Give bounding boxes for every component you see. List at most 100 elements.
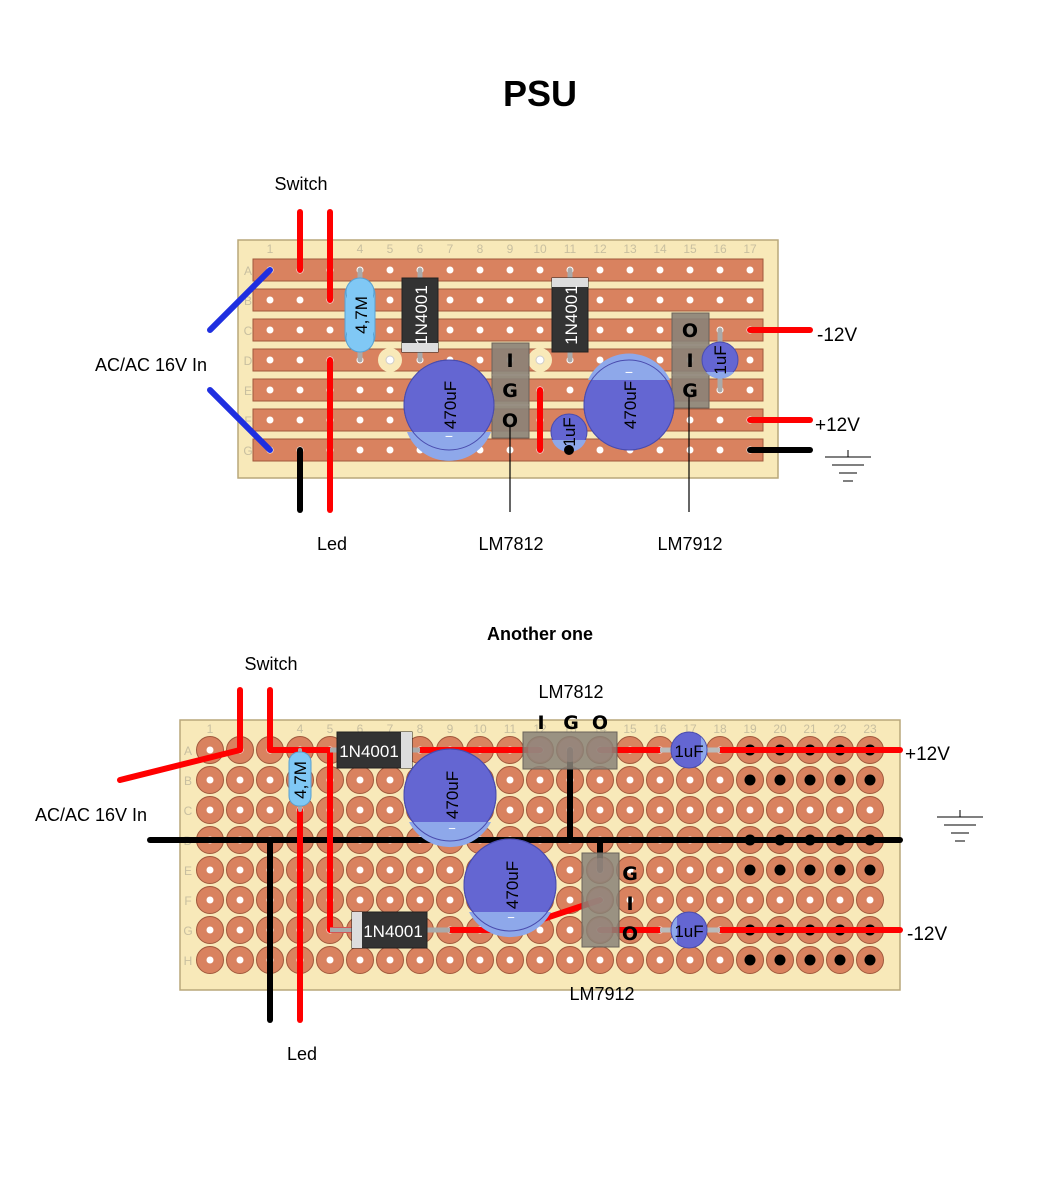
- hole: [386, 866, 394, 874]
- hole: [686, 776, 694, 784]
- capacitor-label: 1uF: [674, 742, 703, 761]
- hole: [236, 896, 244, 904]
- capacitor-470uf-2[interactable]: − 470uF: [583, 353, 675, 451]
- pin-label: I: [626, 893, 633, 915]
- hole: [686, 266, 694, 274]
- hole: [626, 956, 634, 964]
- capacitor-1uf-2[interactable]: 1uF: [660, 911, 720, 949]
- regulator-lm7812[interactable]: I G O: [491, 342, 530, 512]
- hole: [386, 896, 394, 904]
- diode-label: 1N4001: [412, 285, 431, 345]
- hole: [446, 326, 454, 334]
- hole: [686, 866, 694, 874]
- column-label: 5: [327, 722, 334, 736]
- hole: [656, 956, 664, 964]
- pin-label: G: [622, 863, 638, 885]
- hole: [656, 866, 664, 874]
- capacitor-470uf-1[interactable]: − 470uF: [403, 748, 497, 848]
- hole: [356, 416, 364, 424]
- solder-joint: [774, 864, 786, 876]
- ac-input-label: AC/AC 16V In: [35, 805, 147, 825]
- hole: [716, 776, 724, 784]
- diode-1n4001-2[interactable]: 1N4001: [330, 911, 450, 949]
- hole: [356, 896, 364, 904]
- pin-label: G: [502, 380, 518, 402]
- hole: [236, 866, 244, 874]
- hole: [266, 296, 274, 304]
- hole: [596, 806, 604, 814]
- column-label: 18: [713, 722, 727, 736]
- column-label: 19: [743, 722, 757, 736]
- resistor-4-7m[interactable]: 4,7M: [344, 267, 376, 363]
- hole: [386, 266, 394, 274]
- capacitor-1uf-1[interactable]: 1uF: [660, 731, 720, 769]
- hole: [656, 266, 664, 274]
- diode-1n4001-1[interactable]: 1N4001: [330, 731, 420, 769]
- hole: [656, 446, 664, 454]
- lm7912-label: LM7912: [657, 534, 722, 554]
- ac-in-wire-1[interactable]: [207, 267, 273, 333]
- capacitor-470uf-2[interactable]: − 470uF: [463, 838, 557, 938]
- capacitor-1uf-1[interactable]: 1uF: [550, 413, 588, 455]
- switch-wire-2[interactable]: [267, 687, 333, 753]
- hole: [536, 956, 544, 964]
- hole: [806, 806, 814, 814]
- hole: [626, 896, 634, 904]
- led-label: Led: [317, 534, 347, 554]
- row-label: A: [244, 264, 252, 278]
- row-label: B: [244, 294, 252, 308]
- regulator-lm7812[interactable]: I G O: [522, 712, 618, 770]
- hole: [266, 416, 274, 424]
- polarity-mark: −: [507, 910, 515, 925]
- ac-in-wire[interactable]: [117, 747, 243, 783]
- track-cut-hole: [535, 355, 545, 365]
- column-label: 13: [623, 242, 637, 256]
- column-label: 4: [297, 722, 304, 736]
- led-label: Led: [287, 1044, 317, 1064]
- capacitor-1uf-2[interactable]: 1uF: [701, 327, 739, 393]
- diode-1n4001-1[interactable]: 1N4001: [401, 267, 439, 363]
- hole: [356, 386, 364, 394]
- ground-icon: [825, 450, 871, 482]
- hole: [536, 326, 544, 334]
- column-label: 7: [447, 242, 454, 256]
- hole: [296, 326, 304, 334]
- hole: [536, 776, 544, 784]
- hole: [236, 926, 244, 934]
- hole: [716, 446, 724, 454]
- column-label: 1: [207, 722, 214, 736]
- diode-1n4001-2[interactable]: 1N4001: [551, 267, 589, 363]
- hole: [446, 866, 454, 874]
- hole: [686, 446, 694, 454]
- row-label: D: [244, 354, 253, 368]
- solder-joint: [864, 864, 876, 876]
- hole: [266, 326, 274, 334]
- solder-joint: [864, 774, 876, 786]
- ac-in-wire-2[interactable]: [207, 387, 273, 453]
- resistor-4-7m[interactable]: 4,7M: [288, 748, 312, 812]
- hole: [506, 266, 514, 274]
- pin-label: G: [682, 380, 698, 402]
- hole: [746, 806, 754, 814]
- hole: [566, 896, 574, 904]
- hole: [386, 416, 394, 424]
- ac-input-label: AC/AC 16V In: [95, 355, 207, 375]
- hole: [776, 806, 784, 814]
- capacitor-470uf-1[interactable]: − 470uF: [403, 359, 495, 461]
- solder-joint: [744, 774, 756, 786]
- hole: [656, 896, 664, 904]
- hole: [356, 956, 364, 964]
- hole: [626, 326, 634, 334]
- hole: [716, 956, 724, 964]
- hole: [506, 326, 514, 334]
- solder-joint: [834, 954, 846, 966]
- column-label: 17: [743, 242, 757, 256]
- hole: [446, 296, 454, 304]
- column-label: 23: [863, 722, 877, 736]
- hole: [386, 326, 394, 334]
- hole: [386, 386, 394, 394]
- hole: [446, 896, 454, 904]
- regulator-lm7912[interactable]: G I O: [581, 852, 638, 948]
- hole: [266, 806, 274, 814]
- hole: [236, 956, 244, 964]
